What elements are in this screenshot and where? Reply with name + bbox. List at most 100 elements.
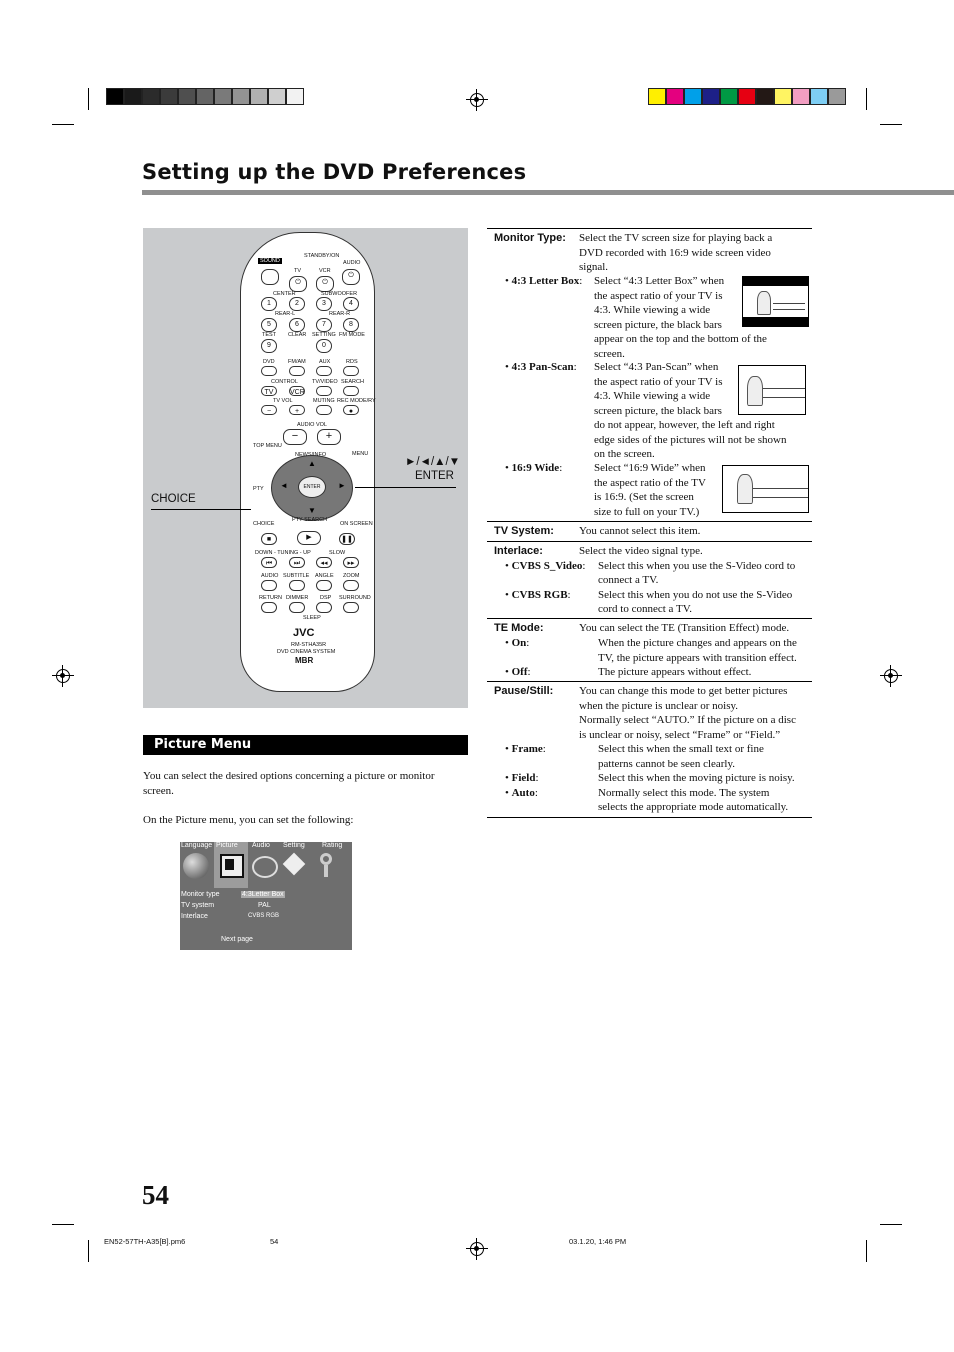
crop-mark [52,124,74,125]
tv-power-button: ⏻ [289,276,307,292]
section-rule [487,618,812,619]
option-text: Select this when you use the S-Video cor… [598,559,796,572]
remote-control-illustration: STANDBY/ON SOUND TV VCR AUDIO ⏻ ⏻ ⏻ CENT… [240,232,376,692]
section-rule [487,521,812,522]
calibration-swatch [666,88,684,105]
remote-label-sleep: SLEEP [303,615,321,621]
option-text: screen picture, the black bars [594,404,722,417]
enter-button: ENTER [298,476,326,498]
osd-next-page: Next page [221,936,253,943]
intro-line: screen. [143,785,174,797]
angle-button [316,580,332,591]
muting-button [316,405,332,415]
crop-mark [52,1224,74,1225]
enter-callout-line [355,487,456,488]
remote-label-audio-vol: AUDIO VOL [297,422,327,428]
calibration-swatch [648,88,666,105]
setting-text: Select the TV screen size for playing ba… [579,232,773,244]
osd-row-tv-system-label: TV system [181,902,215,909]
enter-key-label: ENTER [415,470,454,482]
rds-button [343,366,359,376]
option-text: When the picture changes and appears on … [598,637,797,649]
remote-label-control: CONTROL [271,379,298,385]
option-text: the aspect ratio of your TV is [594,375,723,388]
remote-label-dsp: DSP [320,595,332,601]
remote-label-pty-search: PTY SEARCH [292,517,328,523]
crop-mark [88,88,89,110]
remote-label-dimmer: DIMMER [286,595,309,601]
osd-tab-picture: Picture [216,842,238,849]
option-text: Select “4:3 Letter Box” when [594,275,725,287]
option-text: edge sides of the pictures will not be s… [594,433,787,446]
remote-label-tv-vol: TV VOL [273,398,293,404]
remote-label-rear-l: REAR-L [275,311,296,317]
option-text: Select this when the small text or fine [598,743,764,755]
aux-button [316,366,332,376]
section-rule [487,228,812,229]
rec-mode-button: ● [343,405,359,415]
key-7: 7 [316,318,332,332]
remote-system: DVD CINEMA SYSTEM [277,649,336,655]
registration-mark-icon [466,1238,488,1260]
skip-forward-icon: ⏭ [289,557,305,568]
key-5: 5 [261,318,277,332]
option-wide: • 16:9 Wide: [505,462,563,474]
remote-label-rear-r: REAR-R [329,311,351,317]
play-icon: ▶ [297,531,321,545]
sound-button [261,269,279,285]
disc-icon [252,856,278,878]
crop-mark [866,1240,867,1262]
stop-icon: ■ [261,533,277,545]
option-auto: • Auto: [505,786,538,799]
letter-box-screen-image [742,276,809,327]
rewind-icon: ◂◂ [316,557,332,568]
remote-label-rds: RDS [346,359,358,365]
option-cvbs-rgb: • CVBS RGB: [505,588,571,601]
option-text: do not appear, however, the left and rig… [594,419,775,431]
osd-row-tv-system-value: PAL [258,902,271,909]
osd-row-interlace-label: Interlace [181,913,208,920]
remote-label-audio-2: AUDIO [261,573,279,579]
arrow-keys-label: ►/◄/▲/▼ [405,456,461,468]
option-text: the aspect ratio of your TV is [594,289,723,302]
setting-text: You can change this mode to get better p… [579,685,788,697]
remote-label-fm-mode: FM MODE [339,332,365,338]
audio-button [261,580,277,591]
remote-label-top-menu: TOP MENU [253,443,282,449]
option-text: size to full on your TV.) [594,505,700,518]
setting-name-te-mode: TE Mode: [494,622,544,634]
section-heading-bar [143,735,468,755]
choice-callout-line [151,509,251,510]
tv-video-button [316,386,332,396]
remote-label-rec-mode: REC MODE/RY [337,398,376,404]
option-letter-box: • 4:3 Letter Box: [505,275,583,287]
tv-control-button: TV [261,386,277,396]
calibration-swatch [684,88,702,105]
remote-label-sound: SOUND [258,258,282,264]
calibration-swatch [286,88,304,105]
registration-mark-icon [880,665,902,687]
option-text: is 16:9. (Set the screen [594,491,694,503]
fm-am-button [289,366,305,376]
calibration-swatch [720,88,738,105]
setting-text: when the picture is unclear or noisy. [579,699,739,712]
remote-label-setting: SETTING [312,332,336,338]
calibration-swatch [774,88,792,105]
osd-tab-setting: Setting [283,842,305,849]
subtitle-button [289,580,305,591]
osd-row-monitor-type-value: 4:3Letter Box [241,891,285,898]
vcr-power-button: ⏻ [316,276,334,292]
picture-menu-intro: You can select the desired options conce… [143,769,468,799]
crop-mark [88,1240,89,1262]
key-9: 9 [261,339,277,353]
remote-label-clear: CLEAR [288,332,307,338]
calibration-swatch [196,88,214,105]
pan-scan-screen-image [738,365,806,415]
remote-label-aux: AUX [319,359,331,365]
registration-mark-icon [466,89,488,111]
section-rule [487,817,812,818]
option-text: Select “16:9 Wide” when [594,462,706,474]
remote-label-audio: AUDIO [343,260,361,266]
remote-label-search: SEARCH [341,379,364,385]
audio-vol-up-button: + [317,429,341,445]
